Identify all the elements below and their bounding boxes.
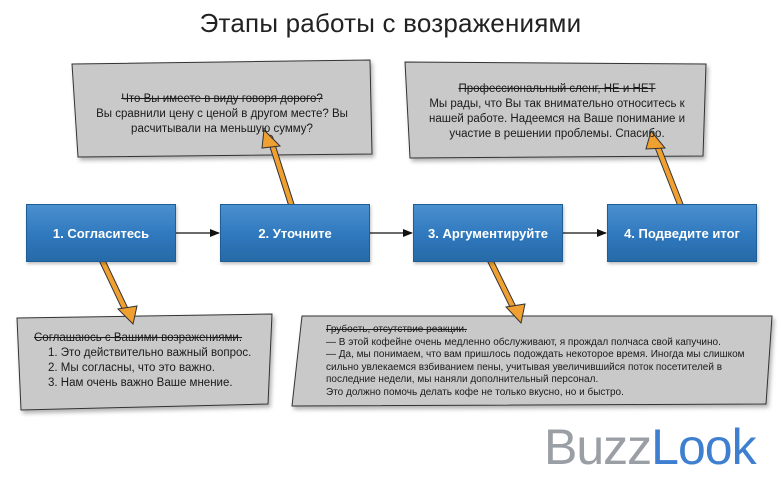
- callout-clarify-body: Вы сравнили цену с ценой в другом месте?…: [96, 108, 348, 135]
- callout-argue-line-2: — Да, мы понимаем, что вам пришлось подо…: [326, 349, 745, 385]
- callout-summary-heading: Профессиональный сленг, НЕ и НЕТ: [458, 83, 656, 95]
- callout-summary: Профессиональный сленг, НЕ и НЕТ Мы рады…: [418, 82, 696, 142]
- callout-argue-shape: [291, 315, 773, 407]
- callout-clarify: Что Вы имеете в виду говоря дорого? Вы с…: [82, 92, 362, 137]
- list-item: 1. Это действительно важный вопрос.: [48, 347, 252, 359]
- callout-clarify-heading: Что Вы имеете в виду говоря дорого?: [121, 93, 323, 105]
- pointer-summary: [645, 129, 686, 213]
- callout-argue: Грубость, отсутствие реакции. — В этой к…: [326, 324, 762, 399]
- callout-agree-list: 1. Это действительно важный вопрос. 2. М…: [34, 346, 266, 391]
- callout-clarify-shape: [71, 59, 373, 158]
- callout-agree-heading: Соглашаюсь с Вашими возражениями.: [34, 332, 243, 344]
- pointer-argue: [484, 252, 526, 325]
- callout-agree-shape: [16, 313, 273, 411]
- pointer-agree: [96, 252, 138, 325]
- step-summary: 4. Подведите итог: [607, 204, 757, 262]
- pointer-clarify: [261, 128, 297, 214]
- step-agree: 1. Согласитесь: [26, 204, 176, 262]
- logo-part-2: Look: [651, 419, 756, 475]
- callout-summary-shape: [404, 61, 707, 159]
- callout-agree: Соглашаюсь с Вашими возражениями. 1. Это…: [34, 331, 266, 391]
- callout-argue-line-1: — В этой кофейне очень медленно обслужив…: [326, 336, 721, 348]
- callout-argue-heading: Грубость, отсутствие реакции.: [326, 324, 467, 335]
- list-item: 3. Нам очень важно Ваше мнение.: [48, 377, 233, 389]
- step-argue: 3. Аргументируйте: [413, 204, 563, 262]
- logo-part-1: Buzz: [544, 419, 652, 475]
- page-title: Этапы работы с возражениями: [199, 8, 582, 38]
- callout-argue-line-3: Это должно помочь делать кофе не только …: [326, 386, 624, 398]
- callout-summary-body: Мы рады, что Вы так внимательно относите…: [428, 98, 686, 140]
- step-clarify: 2. Уточните: [220, 204, 370, 262]
- buzzlook-logo: BuzzLook: [544, 418, 757, 476]
- list-item: 2. Мы согласны, что это важно.: [48, 362, 215, 374]
